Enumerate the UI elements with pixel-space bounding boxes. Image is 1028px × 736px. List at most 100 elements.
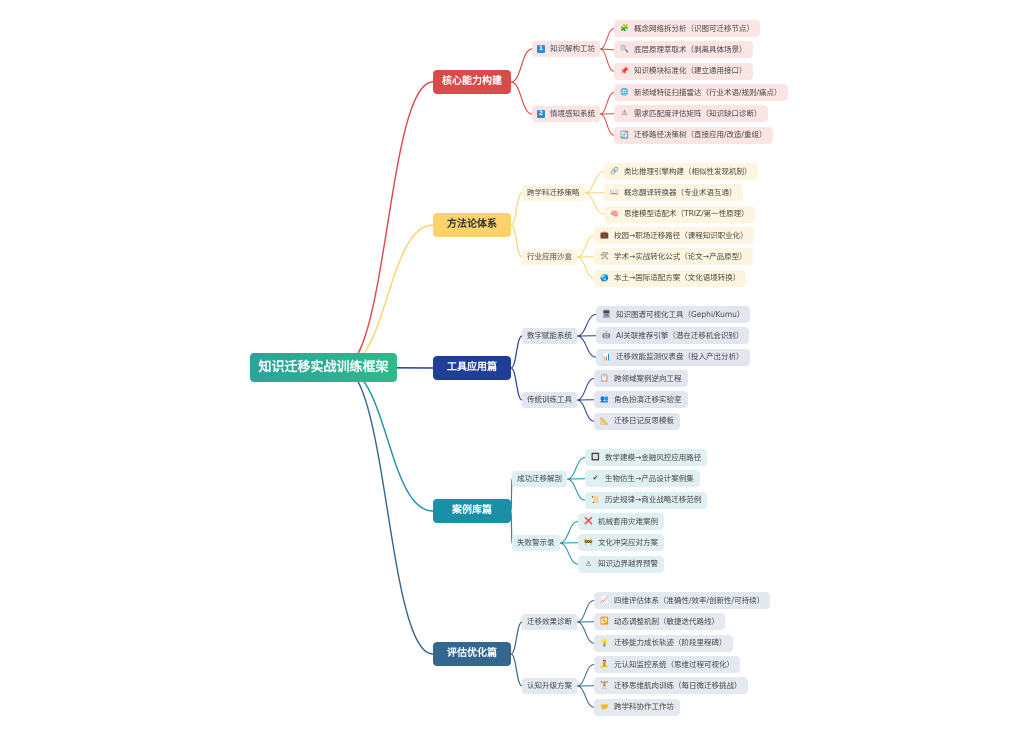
book-icon: 📖: [610, 188, 619, 197]
sub-leaf-link: [576, 256, 595, 279]
sub-digital-system[interactable]: 数字赋能系统: [522, 328, 577, 344]
leaf-item[interactable]: 🧩概念网络拆分析（识图可迁移节点）: [614, 20, 760, 37]
leaf-item[interactable]: 🤖 AI关联推荐引擎（潜在迁移机会识别）: [596, 327, 750, 345]
leaf-item[interactable]: 📊迁移效能监测仪表盘（投入产出分析）: [596, 348, 750, 366]
robot-icon: 🤖: [602, 331, 611, 340]
barrier-icon: 🚧: [584, 538, 593, 547]
leaf-label: 概念网络拆分析（识图可迁移节点）: [634, 23, 754, 33]
leaf-label: 新领域特征扫描雷达（行业术语/规则/痛点）: [634, 87, 782, 97]
leaf-label: 跨领域案例逆向工程: [614, 373, 682, 383]
leaf-label: AI关联推荐引擎（潜在迁移机会识别）: [616, 331, 744, 341]
check-icon: ✔: [592, 474, 599, 483]
leaf-item[interactable]: 🔍底层原理萃取术（剥离具体场景）: [614, 41, 753, 59]
sub-industry-sandbox[interactable]: 行业应用沙盒: [522, 249, 577, 265]
leaf-label: 迁移思维肌肉训练（每日微迁移挑战）: [614, 681, 742, 691]
leaf-item[interactable]: 👥角色扮演迁移实验室: [594, 391, 688, 409]
branch-methodology[interactable]: 方法论体系: [433, 213, 511, 237]
triangle-ruler-icon: 📐: [600, 416, 609, 425]
leaf-item[interactable]: 🚧文化冲突应对方案: [578, 534, 664, 552]
branch-sub-link: [510, 621, 523, 655]
sub-traditional-tools[interactable]: 传统训练工具: [522, 392, 577, 408]
leaf-label: 学术→实战转化公式（论文→产品原型）: [614, 252, 747, 262]
leaf-label: 知识图谱可视化工具（Gephi/Kumu）: [616, 309, 745, 319]
leaf-item[interactable]: 📈四维评估体系（准确性/效率/创新性/可持续）: [594, 592, 771, 609]
chart-icon: 📊: [602, 352, 611, 361]
people-icon: 👥: [600, 395, 609, 404]
leaf-item[interactable]: 🔗类比推理引擎构建（相似性发现机制）: [604, 163, 758, 180]
branch-core-ability[interactable]: 核心能力构建: [433, 70, 511, 94]
root-branch-link: [341, 366, 434, 655]
branch-sub-link: [510, 192, 523, 226]
leaf-item[interactable]: 🌐新领域特征扫描雷达（行业术语/规则/痛点）: [614, 84, 788, 101]
leaf-item[interactable]: 🧘元认知监控系统（思维过程可视化）: [594, 656, 740, 673]
branch-case-library[interactable]: 案例库篇: [433, 499, 511, 523]
leaf-item[interactable]: 🛠学术→实战转化公式（论文→产品原型）: [594, 248, 753, 266]
leaf-item[interactable]: 🔁动态调整机制（敏捷迭代路线）: [594, 613, 725, 631]
leaf-item[interactable]: 💼校园→职场迁移路径（课程知识职业化）: [594, 227, 754, 244]
sub-leaf-link: [576, 235, 595, 258]
leaf-label: 知识边界越界预警: [598, 559, 658, 569]
sub-leaf-link: [576, 685, 595, 708]
leaf-label: 历史规律→商业战略迁移范例: [605, 495, 702, 505]
sub-leaf-link: [559, 521, 579, 544]
leaf-item[interactable]: 📋跨领域案例逆向工程: [594, 370, 688, 387]
sub-failure-warnings[interactable]: 失败警示录: [512, 535, 560, 551]
sub-leaf-link: [584, 192, 605, 215]
leaf-item[interactable]: ✔ 生物仿生→产品设计案例集: [585, 470, 700, 488]
sub-cross-discipline-strategy[interactable]: 跨学科迁移策略: [522, 185, 585, 201]
briefcase-icon: 💼: [600, 231, 609, 239]
number-2-icon: 2: [537, 110, 545, 118]
sub-success-cases[interactable]: 成功迁移解剖: [512, 471, 567, 487]
leaf-label: 数学建模→金融风控应用路径: [605, 452, 702, 462]
cross-icon: ❌: [584, 517, 593, 525]
leaf-item[interactable]: 📜 历史规律→商业战略迁移范例: [585, 491, 708, 509]
branch-evaluation[interactable]: 评估优化篇: [433, 642, 511, 666]
sub-leaf-link: [576, 600, 595, 623]
leaf-label: 本土→国际适配方案（文化语境转换）: [614, 273, 741, 283]
leaf-item[interactable]: 🔲 数学建模→金融风控应用路径: [585, 449, 708, 466]
leaf-item[interactable]: 🤝跨学科协作工作坊: [594, 698, 680, 716]
branch-sub-link: [510, 81, 533, 115]
sub-effect-diagnosis[interactable]: 迁移效果诊断: [522, 614, 577, 630]
leaf-item[interactable]: ❌ 机械套用灾难案例: [578, 513, 664, 530]
leaf-item[interactable]: ⚠知识边界越界预警: [578, 555, 664, 573]
leaf-label: 机械套用灾难案例: [598, 516, 658, 526]
exercise-icon: 🏋: [600, 681, 609, 690]
sub-leaf-link: [599, 48, 615, 72]
root-branch-link: [341, 224, 434, 369]
sub-leaf-link: [599, 28, 615, 50]
leaf-item[interactable]: 🏋 迁移思维肌肉训练（每日微迁移挑战）: [594, 677, 748, 695]
leaf-label: 动态调整机制（敏捷迭代路线）: [614, 617, 719, 627]
leaf-label: 概念翻译转换器（专业术语互通）: [624, 188, 737, 198]
leaf-label: 四维评估体系（准确性/效率/创新性/可持续）: [614, 595, 765, 605]
leaf-item[interactable]: 💡迁移能力成长轨迹（阶段里程碑）: [594, 634, 733, 652]
scroll-icon: 📜: [591, 495, 600, 504]
leaf-item[interactable]: 🔄迁移路径决策树（直接应用/改造/重组）: [614, 126, 773, 144]
sub-leaf-link: [559, 542, 579, 565]
warning-icon: ⚠: [621, 109, 628, 118]
leaf-item[interactable]: 🖥知识图谱可视化工具（Gephi/Kumu）: [596, 306, 751, 323]
root-node[interactable]: 知识迁移实战训练框架: [250, 353, 397, 382]
leaf-item[interactable]: 🧠思维模型适配术（TRIZ/第一性原理）: [604, 205, 755, 223]
leaf-label: 生物仿生→产品设计案例集: [605, 474, 694, 484]
leaf-label: 迁移路径决策树（直接应用/改造/重组）: [634, 130, 767, 140]
leaf-item[interactable]: 📖 概念翻译转换器（专业术语互通）: [604, 184, 743, 202]
brain-icon: 🧠: [610, 209, 619, 218]
sub-leaf-link: [576, 335, 597, 358]
handshake-icon: 🤝: [600, 702, 609, 711]
root-branch-link: [341, 366, 434, 512]
leaf-item[interactable]: 📐迁移日记反思模板: [594, 412, 680, 430]
leaf-item[interactable]: 🌏 本土→国际适配方案（文化语境转换）: [594, 269, 747, 287]
frame-icon: 🔲: [591, 453, 600, 461]
leaf-label: 类比推理引擎构建（相似性发现机制）: [624, 166, 752, 176]
leaf-item[interactable]: 📌知识模块标准化（建立通用接口）: [614, 62, 753, 80]
root-branch-link: [341, 81, 434, 369]
leaf-item[interactable]: ⚠需求匹配度评估矩阵（知识缺口诊断）: [614, 105, 768, 123]
branch-tools[interactable]: 工具应用篇: [433, 356, 511, 380]
sub-cognitive-upgrade[interactable]: 认知升级方案: [522, 678, 577, 694]
sub-leaf-link: [599, 92, 615, 115]
earth-icon: 🌏: [600, 273, 609, 282]
